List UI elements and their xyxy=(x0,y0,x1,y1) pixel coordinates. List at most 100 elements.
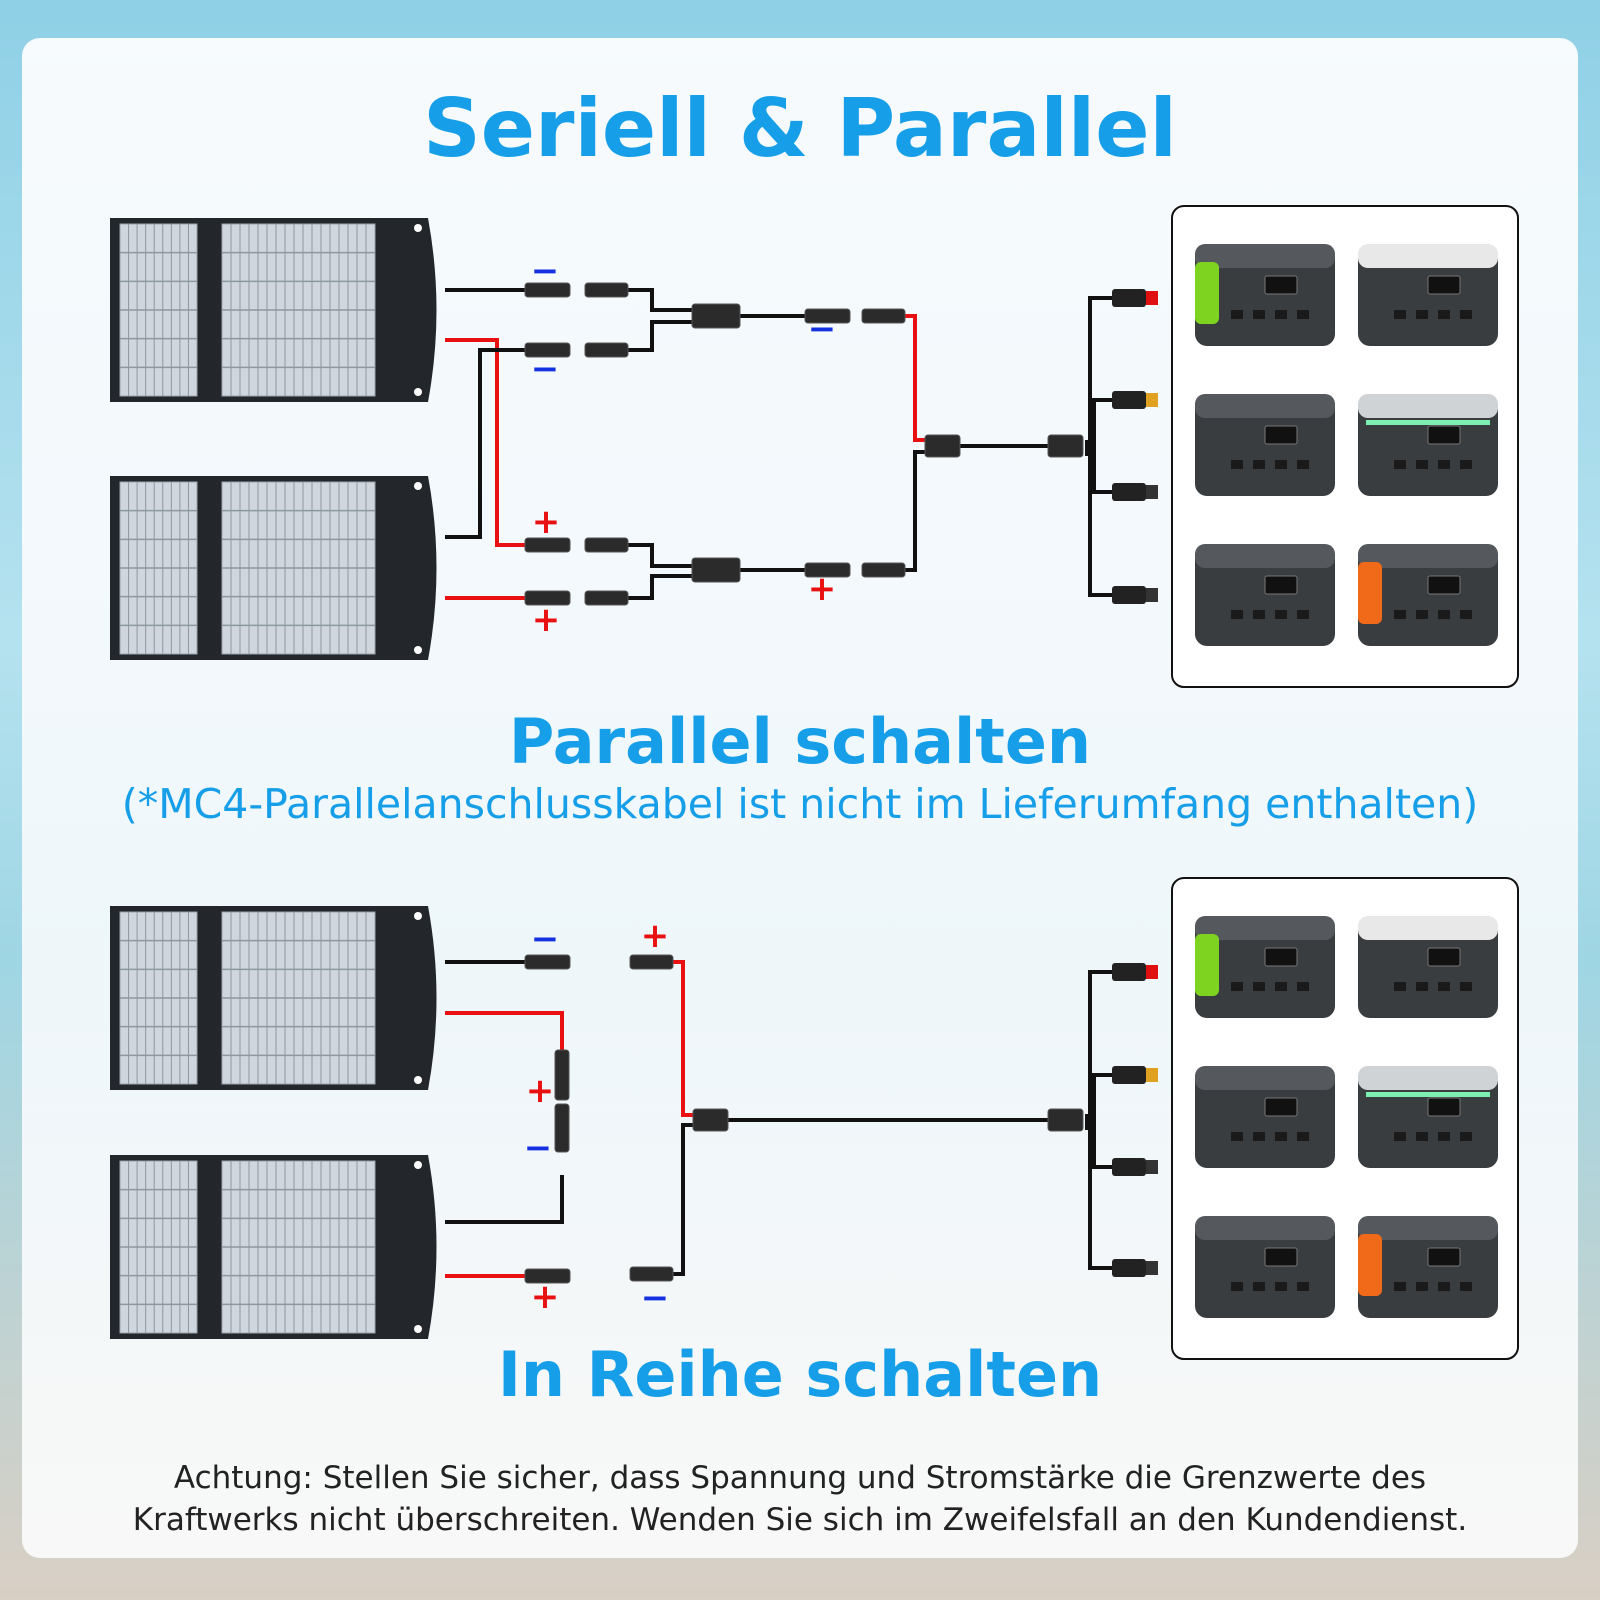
device-top xyxy=(1195,1066,1335,1090)
device-port xyxy=(1275,460,1287,469)
minus-label: − xyxy=(531,919,560,959)
xt60-plug-tip xyxy=(1146,393,1158,407)
power-station-led xyxy=(1358,1066,1498,1168)
mc4-y-branch-connector xyxy=(691,557,741,583)
mc4-connector-vertical xyxy=(554,1049,570,1101)
negative-wire xyxy=(445,348,525,539)
device-top xyxy=(1195,394,1335,418)
device-port xyxy=(1253,460,1265,469)
power-station-grey xyxy=(1195,544,1335,646)
mc4-connector-female xyxy=(584,342,629,358)
device-port xyxy=(1438,460,1450,469)
mc4-connector-female xyxy=(584,282,629,298)
device-top xyxy=(1358,544,1498,568)
device-port xyxy=(1460,310,1472,319)
solar-panel xyxy=(110,906,437,1090)
device-display xyxy=(1264,575,1298,595)
device-body xyxy=(1358,244,1498,346)
power-station-green xyxy=(1195,244,1335,346)
plus-label: + xyxy=(526,1071,555,1111)
mc4-connector xyxy=(524,537,571,553)
plus-label: + xyxy=(808,569,837,609)
device-body xyxy=(1358,1066,1498,1168)
power-station-handle xyxy=(1195,1066,1335,1168)
dc-5521-plug xyxy=(1112,1259,1146,1277)
device-port xyxy=(1253,1282,1265,1291)
power-station-green xyxy=(1195,916,1335,1018)
grommet xyxy=(414,1161,422,1169)
device-port xyxy=(1416,982,1428,991)
device-led-strip xyxy=(1366,420,1490,425)
dc-plug xyxy=(1112,1158,1146,1176)
device-port xyxy=(1297,1282,1309,1291)
dc-plug xyxy=(1112,483,1146,501)
mc4-connector xyxy=(524,590,571,606)
device-display xyxy=(1427,425,1461,445)
device-port xyxy=(1297,982,1309,991)
positive-wire xyxy=(445,1011,564,1075)
plus-label: + xyxy=(641,916,670,956)
device-port xyxy=(1231,1282,1243,1291)
device-port xyxy=(1416,460,1428,469)
device-port xyxy=(1253,982,1265,991)
device-port xyxy=(1416,310,1428,319)
dc-plug-tip xyxy=(1146,1160,1158,1174)
device-port xyxy=(1275,1282,1287,1291)
solar-panel xyxy=(110,1155,437,1339)
negative-wire xyxy=(1085,970,1112,1270)
negative-wire xyxy=(672,1123,693,1276)
device-body xyxy=(1195,394,1335,496)
grommet xyxy=(414,912,422,920)
power-station-white xyxy=(1358,244,1498,346)
mc4-connector-female xyxy=(861,562,906,578)
device-port xyxy=(1394,460,1406,469)
device-body xyxy=(1358,1216,1498,1318)
device-port xyxy=(1231,982,1243,991)
device-display xyxy=(1427,947,1461,967)
device-port xyxy=(1297,460,1309,469)
device-port xyxy=(1275,982,1287,991)
mc4-connector-female xyxy=(629,954,674,970)
device-top xyxy=(1358,1216,1498,1240)
device-body xyxy=(1195,544,1335,646)
device-port xyxy=(1275,1132,1287,1141)
mc4-connector-vertical xyxy=(554,1103,570,1153)
device-body xyxy=(1195,1216,1335,1318)
device-port xyxy=(1394,1132,1406,1141)
power-station-white xyxy=(1358,916,1498,1018)
solar-panel xyxy=(110,476,437,660)
device-body xyxy=(1358,544,1498,646)
device-port xyxy=(1438,982,1450,991)
device-top xyxy=(1195,544,1335,568)
device-port xyxy=(1231,460,1243,469)
device-port xyxy=(1394,982,1406,991)
device-led-strip xyxy=(1366,1092,1490,1097)
device-port xyxy=(1416,1132,1428,1141)
device-display xyxy=(1264,275,1298,295)
device-port xyxy=(1460,1282,1472,1291)
grommet xyxy=(414,388,422,396)
output-adapter-connector xyxy=(924,434,961,458)
mc4-connector xyxy=(804,308,851,324)
device-display xyxy=(1264,947,1298,967)
device-accent xyxy=(1358,562,1382,624)
device-port xyxy=(1253,1132,1265,1141)
device-body xyxy=(1195,244,1335,346)
xt60-plug-tip xyxy=(1146,1068,1158,1082)
grommet xyxy=(414,646,422,654)
device-port xyxy=(1231,310,1243,319)
plus-label: + xyxy=(532,600,561,640)
dc-5521-plug-tip xyxy=(1146,1261,1158,1275)
negative-wire xyxy=(1085,296,1112,597)
mc4-y-branch-connector xyxy=(691,303,741,329)
device-port xyxy=(1460,460,1472,469)
anderson-plug xyxy=(1112,289,1146,307)
device-display xyxy=(1427,1097,1461,1117)
minus-label: − xyxy=(531,251,560,291)
device-body xyxy=(1358,916,1498,1018)
device-port xyxy=(1231,1132,1243,1141)
device-port xyxy=(1253,310,1265,319)
grommet xyxy=(414,1325,422,1333)
page-title: Seriell & Parallel xyxy=(423,82,1177,175)
